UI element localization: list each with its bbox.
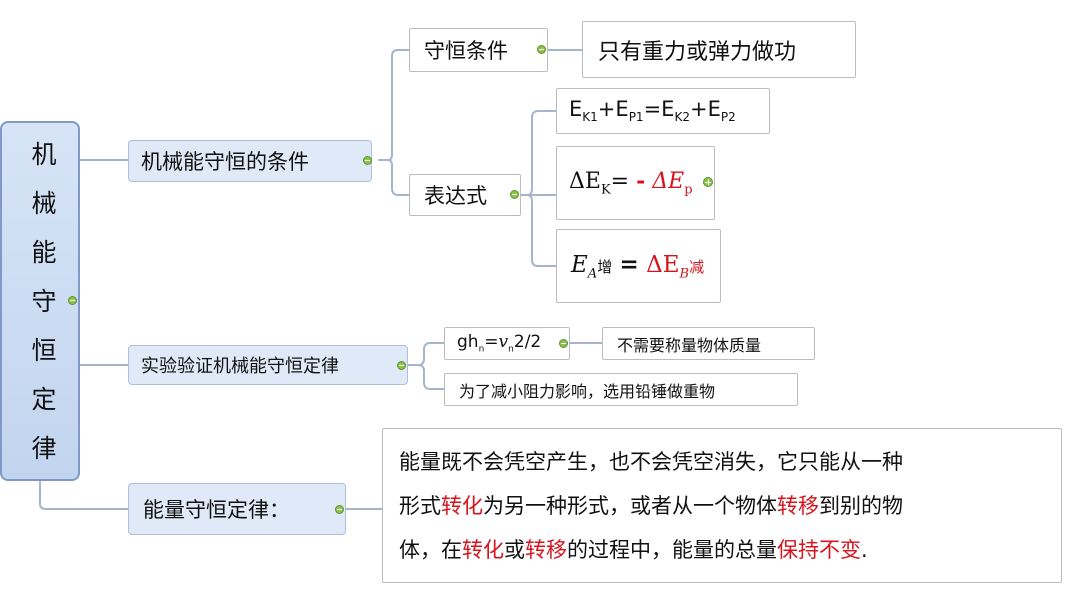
- root-char: 械: [31, 188, 57, 218]
- note-text: 为了减小阻力影响，选用铅锤做重物: [459, 381, 716, 401]
- formula-text: ghn=vn2/2: [457, 332, 542, 355]
- formula-energy-equation[interactable]: EK1+EP1=EK2+EP2: [556, 88, 770, 134]
- note-text: 不需要称量物体质量: [617, 335, 762, 355]
- branch-energy-conservation[interactable]: 能量守恒定律：: [128, 483, 346, 535]
- formula-text: EK1+EP1=EK2+EP2: [569, 97, 736, 125]
- collapse-toggle-icon[interactable]: [68, 296, 77, 305]
- root-char: 能: [31, 237, 57, 267]
- paragraph-line: 体，在转化或转移的过程中，能量的总量保持不变.: [399, 537, 868, 562]
- note-no-mass-needed[interactable]: 不需要称量物体质量: [602, 327, 815, 360]
- branch-label: 实验验证机械能守恒定律: [141, 356, 339, 377]
- root-char: 恒: [31, 335, 57, 365]
- energy-conservation-text[interactable]: 能量既不会凭空产生，也不会凭空消失，它只能从一种 形式转化为另一种形式，或者从一…: [382, 428, 1062, 583]
- collapse-toggle-icon[interactable]: [537, 45, 546, 54]
- branch-label: 机械能守恒的条件: [141, 150, 309, 174]
- root-char: 机: [31, 139, 57, 169]
- formula-text: ΔEK= - ΔEp: [569, 168, 693, 198]
- node-text: 只有重力或弹力做功: [598, 39, 797, 65]
- collapse-toggle-icon[interactable]: [363, 156, 372, 165]
- node-expression[interactable]: 表达式: [409, 174, 521, 216]
- collapse-toggle-icon[interactable]: [559, 339, 568, 348]
- root-char: 律: [31, 433, 57, 463]
- paragraph-line: 能量既不会凭空产生，也不会凭空消失，它只能从一种: [399, 449, 903, 474]
- node-label: 表达式: [424, 184, 487, 208]
- paragraph: 能量既不会凭空产生，也不会凭空消失，它只能从一种 形式转化为另一种形式，或者从一…: [399, 440, 903, 572]
- branch-label: 能量守恒定律：: [143, 498, 290, 522]
- expand-toggle-icon[interactable]: [703, 177, 713, 187]
- connector-expression-formula3: [521, 194, 556, 267]
- connector-branch2-note2: [408, 364, 444, 390]
- connector-root-branch3: [39, 481, 128, 510]
- node-label: 守恒条件: [424, 39, 508, 63]
- note-heavy-object[interactable]: 为了减小阻力影响，选用铅锤做重物: [444, 373, 798, 406]
- root-node[interactable]: 机 械 能 守 恒 定 律: [0, 121, 80, 481]
- paragraph-line: 形式转化为另一种形式，或者从一个物体转移到别的物: [399, 493, 903, 518]
- collapse-toggle-icon[interactable]: [335, 505, 344, 514]
- connector-expression-formulas: [521, 110, 556, 196]
- branch-experiment[interactable]: 实验验证机械能守恒定律: [128, 345, 408, 385]
- root-char: 守: [31, 286, 57, 316]
- branch-conservation-conditions[interactable]: 机械能守恒的条件: [128, 140, 372, 182]
- connector-branch1-expression: [378, 159, 409, 196]
- node-condition-value[interactable]: 只有重力或弹力做功: [582, 21, 856, 78]
- connector-branch2-formula: [408, 342, 444, 366]
- collapse-toggle-icon[interactable]: [397, 361, 406, 370]
- formula-kinetic-potential[interactable]: ΔEK= - ΔEp: [556, 146, 715, 220]
- connector-branch1-condition: [378, 49, 409, 161]
- root-char: 定: [31, 384, 57, 414]
- node-condition[interactable]: 守恒条件: [409, 28, 548, 72]
- collapse-toggle-icon[interactable]: [510, 190, 519, 199]
- formula-text: EA增 = ΔEB减: [571, 250, 705, 282]
- formula-energy-transfer[interactable]: EA增 = ΔEB减: [556, 229, 721, 303]
- formula-experiment[interactable]: ghn=vn2/2: [444, 327, 570, 360]
